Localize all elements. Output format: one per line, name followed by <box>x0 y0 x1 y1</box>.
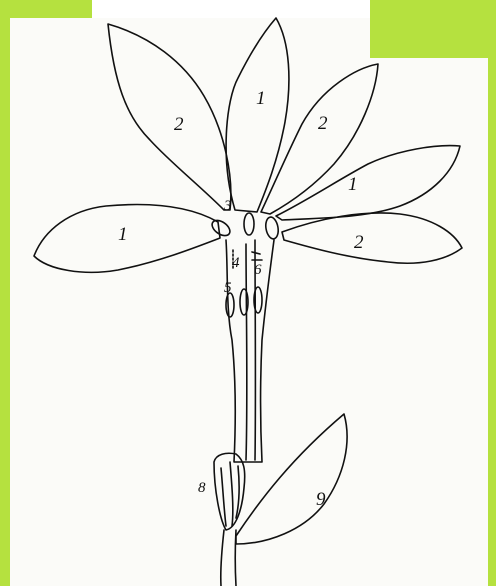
anther-left <box>209 217 232 238</box>
label-stamen-left: 5 <box>224 280 232 296</box>
ovary-stripe-2 <box>230 462 233 526</box>
label-petal-upper-left: 2 <box>174 114 184 135</box>
ovary <box>214 453 245 530</box>
label-bract: 9 <box>316 489 326 510</box>
label-ovary: 8 <box>198 480 206 496</box>
ovary-stripe-3 <box>236 466 239 518</box>
anther-center <box>244 213 254 235</box>
bract-leaf <box>236 414 347 544</box>
label-style-part-left: 4 <box>232 255 240 271</box>
corolla-tube <box>226 240 274 462</box>
petal-right-middle <box>276 146 460 220</box>
petal-upper-left <box>108 24 231 210</box>
stem <box>221 530 224 586</box>
label-petal-top-center: 1 <box>256 88 266 109</box>
label-petal-right-lower: 2 <box>354 232 364 253</box>
label-petal-upper-right: 2 <box>318 113 328 134</box>
anther-right <box>264 216 280 240</box>
label-petal-right-middle: 1 <box>348 174 358 195</box>
tube-inner-line-1 <box>246 244 247 460</box>
label-style-part-right: 6 <box>254 262 262 278</box>
petal-top-center <box>226 18 289 212</box>
label-petal-left-lower: 1 <box>118 224 128 245</box>
lower-anther-left <box>226 293 234 317</box>
label-anther-top-left: 3 <box>223 198 232 214</box>
petal-right-lower <box>282 213 462 263</box>
style-tick <box>252 252 262 260</box>
